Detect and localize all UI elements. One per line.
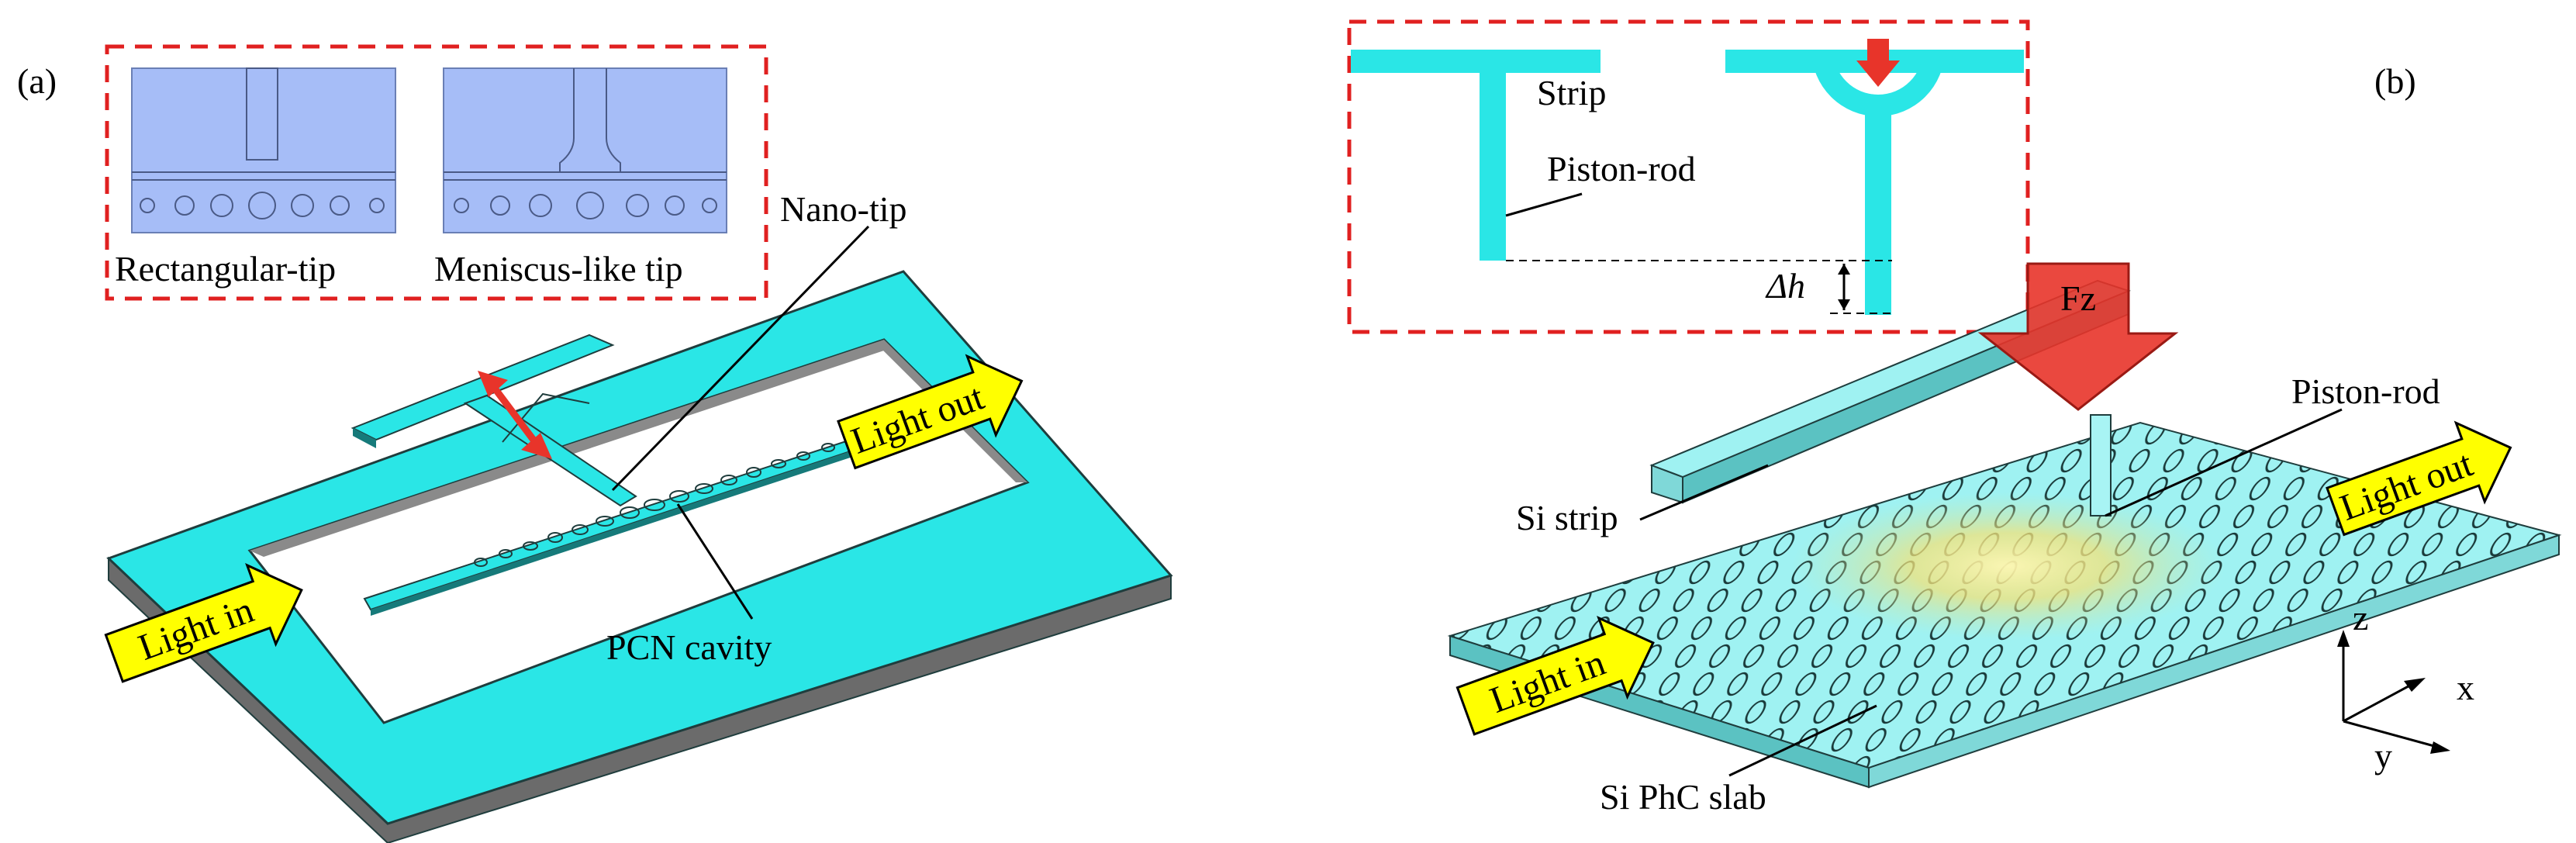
- inset-a-frame: [105, 44, 768, 301]
- piston-rod-leader: [2105, 408, 2343, 517]
- inset-piston-rod-label: Piston-rod: [1547, 149, 1696, 188]
- panel-b: (b) Strip Piston-rod Δh: [1347, 19, 2562, 817]
- pcn-cavity-leader: [676, 503, 754, 620]
- piston-rod-label: Piston-rod: [2291, 371, 2440, 411]
- force-arrow: Fz: [1977, 262, 2179, 411]
- force-label: Fz: [2060, 278, 2096, 318]
- inset-strip-label: Strip: [1537, 73, 1606, 112]
- panel-a: (a): [17, 44, 1173, 843]
- axis-x-label: x: [2457, 668, 2474, 707]
- inset-b-structures: [1351, 39, 2024, 315]
- si-strip-leader: [1639, 464, 1769, 521]
- displacement-arrow: [478, 371, 552, 459]
- si-phc-slab-label: Si PhC slab: [1600, 777, 1766, 817]
- inset-meniscus-tip: [443, 67, 727, 233]
- caption-meniscus-tip: Meniscus-like tip: [434, 249, 683, 288]
- inset-rectangular-tip: [131, 67, 396, 233]
- nano-tip-leader: [611, 225, 870, 492]
- panel-a-label: (a): [17, 61, 57, 101]
- light-in-arrow-b: Light in: [1455, 616, 1655, 736]
- axis-y-label: y: [2374, 736, 2392, 776]
- caption-rectangular-tip: Rectangular-tip: [115, 249, 336, 288]
- device-frame-a: [106, 270, 1173, 843]
- piston-rod: [2090, 414, 2112, 517]
- inset-piston-rod-leader: [1505, 192, 1583, 217]
- axis-z-label: z: [2353, 598, 2368, 637]
- si-strip-label: Si strip: [1516, 498, 1618, 537]
- panel-b-label: (b): [2374, 61, 2416, 101]
- optical-field-glow: [1791, 492, 2226, 640]
- si-phc-slab-leader: [1728, 704, 1877, 777]
- strip-nano-tip: [350, 333, 637, 507]
- pcn-cavity-label: PCN cavity: [606, 627, 772, 667]
- nano-tip-label: Nano-tip: [780, 189, 907, 229]
- delta-h-label: Δh: [1765, 266, 1805, 306]
- inset-b-frame: [1347, 19, 2030, 334]
- axes-triad: [2337, 630, 2450, 754]
